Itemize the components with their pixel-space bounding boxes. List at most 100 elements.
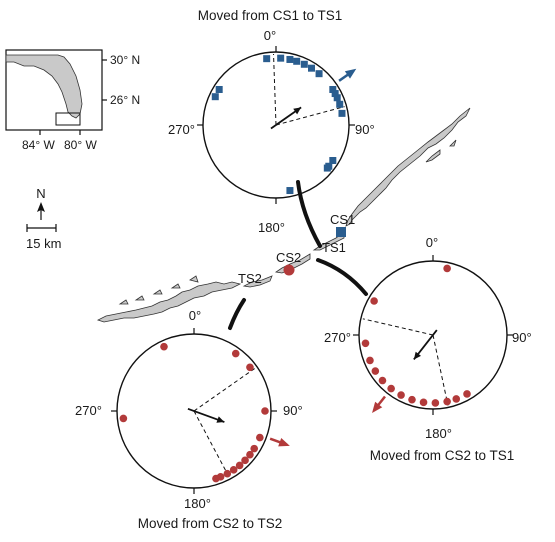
ts1-label: TS1 — [322, 240, 346, 255]
inset-florida-shape — [5, 54, 83, 119]
connector-cs1-ts1 — [296, 180, 322, 248]
panel-cs2-to-ts2: Moved from CS2 to TS2 0° 90° 180° 270° — [75, 308, 303, 531]
orientation-point — [333, 94, 341, 102]
orientation-point — [241, 456, 249, 465]
florida-keys-map — [96, 107, 471, 323]
orientation-point — [215, 85, 223, 93]
orientation-point — [300, 60, 308, 68]
bearing-0: 0° — [189, 308, 201, 323]
orientation-point — [256, 433, 264, 442]
panel-title: Moved from CS2 to TS2 — [138, 516, 283, 531]
bearing-270: 270° — [168, 122, 195, 137]
orientation-point — [329, 85, 337, 93]
cs1-label: CS1 — [330, 212, 355, 227]
ts2-label: TS2 — [238, 271, 262, 286]
orientation-point — [235, 461, 244, 470]
inset-lon-84: 84° W — [22, 138, 55, 152]
confidence-line — [362, 318, 434, 336]
orientation-point — [315, 70, 323, 78]
inset-study-area-box — [55, 112, 81, 126]
orientation-point — [331, 90, 339, 98]
orientation-point — [387, 384, 395, 393]
orientation-point — [323, 164, 331, 172]
keys-upper-chain-detail — [425, 139, 457, 163]
keys-lower-islets — [118, 275, 199, 305]
keys-upper-chain — [345, 107, 471, 227]
bearing-90: 90° — [283, 403, 303, 418]
orientation-point — [452, 395, 461, 403]
mean-vector-arrowhead — [413, 351, 421, 360]
bearing-180: 180° — [184, 496, 211, 511]
orientation-point — [119, 414, 128, 423]
bearing-0: 0° — [264, 28, 276, 43]
orientation-point — [336, 100, 344, 108]
orientation-point — [293, 57, 301, 65]
orientation-point — [231, 349, 240, 358]
orientation-point — [277, 54, 285, 62]
orientation-point — [212, 474, 220, 483]
movement-arrowhead — [344, 68, 357, 79]
orientation-point — [366, 356, 374, 365]
orientation-point — [463, 390, 471, 398]
mean-vector-arrowhead — [293, 107, 302, 115]
inset-lon-80: 80° W — [64, 138, 97, 152]
orientation-point — [370, 297, 378, 305]
north-arrow-icon — [37, 202, 45, 212]
inset-lat-30: 30° N — [110, 53, 140, 67]
cs2-marker — [283, 264, 295, 276]
orientation-point — [229, 466, 238, 474]
connector-cs2-ts1 — [316, 258, 368, 296]
bearing-270: 270° — [324, 330, 351, 345]
movement-arrowhead — [278, 437, 290, 447]
scale-north: N 15 km — [26, 186, 61, 251]
north-label: N — [36, 186, 45, 201]
orientation-point — [443, 264, 451, 273]
orientation-point — [443, 397, 451, 406]
orientation-point — [378, 376, 387, 385]
cs2-label: CS2 — [276, 250, 301, 265]
orientation-point — [261, 407, 269, 415]
panel-title: Moved from CS1 to TS1 — [198, 8, 343, 23]
orientation-point — [371, 367, 380, 375]
panel-title: Moved from CS2 to TS1 — [370, 448, 515, 463]
bearing-0: 0° — [426, 235, 438, 250]
orientation-point — [338, 109, 346, 117]
confidence-line — [193, 410, 230, 478]
confidence-line — [193, 367, 256, 412]
orientation-point — [211, 93, 219, 101]
movement-arrowhead — [372, 401, 383, 414]
panel-cs1-to-ts1: Moved from CS1 to TS1 0° 90° 180° 270° — [168, 8, 375, 235]
orientation-point — [250, 444, 259, 453]
confidence-line — [275, 106, 345, 126]
inset-map: 30° N 26° N 84° W 80° W — [5, 49, 140, 152]
bearing-90: 90° — [512, 330, 532, 345]
site-markers: CS1 TS1 CS2 TS2 — [238, 212, 355, 286]
cs1-marker — [336, 227, 346, 237]
orientation-point — [160, 342, 168, 351]
orientation-point — [419, 398, 428, 407]
connector-cs2-ts2 — [228, 298, 246, 330]
mean-vector-arrowhead — [216, 416, 225, 423]
confidence-line — [273, 54, 277, 126]
bearing-180: 180° — [425, 426, 452, 441]
orientation-point — [431, 399, 440, 407]
orientation-point — [286, 55, 294, 63]
panel-cs2-to-ts1: Moved from CS2 to TS1 0° 90° 180° 270° — [324, 235, 532, 463]
orientation-point — [361, 339, 370, 348]
orientation-point — [408, 395, 416, 404]
orientation-point — [246, 363, 254, 372]
orientation-point — [397, 391, 405, 399]
confidence-line — [432, 334, 449, 406]
orientation-point — [223, 469, 232, 478]
inset-lat-26: 26° N — [110, 93, 140, 107]
bearing-180: 180° — [258, 220, 285, 235]
bearing-270: 270° — [75, 403, 102, 418]
bearing-90: 90° — [355, 122, 375, 137]
orientation-point — [286, 187, 294, 195]
orientation-point — [246, 450, 254, 459]
orientation-point — [263, 55, 271, 63]
keys-middle-3 — [242, 275, 273, 288]
scale-label: 15 km — [26, 236, 61, 251]
keys-lower-cluster — [96, 281, 242, 323]
